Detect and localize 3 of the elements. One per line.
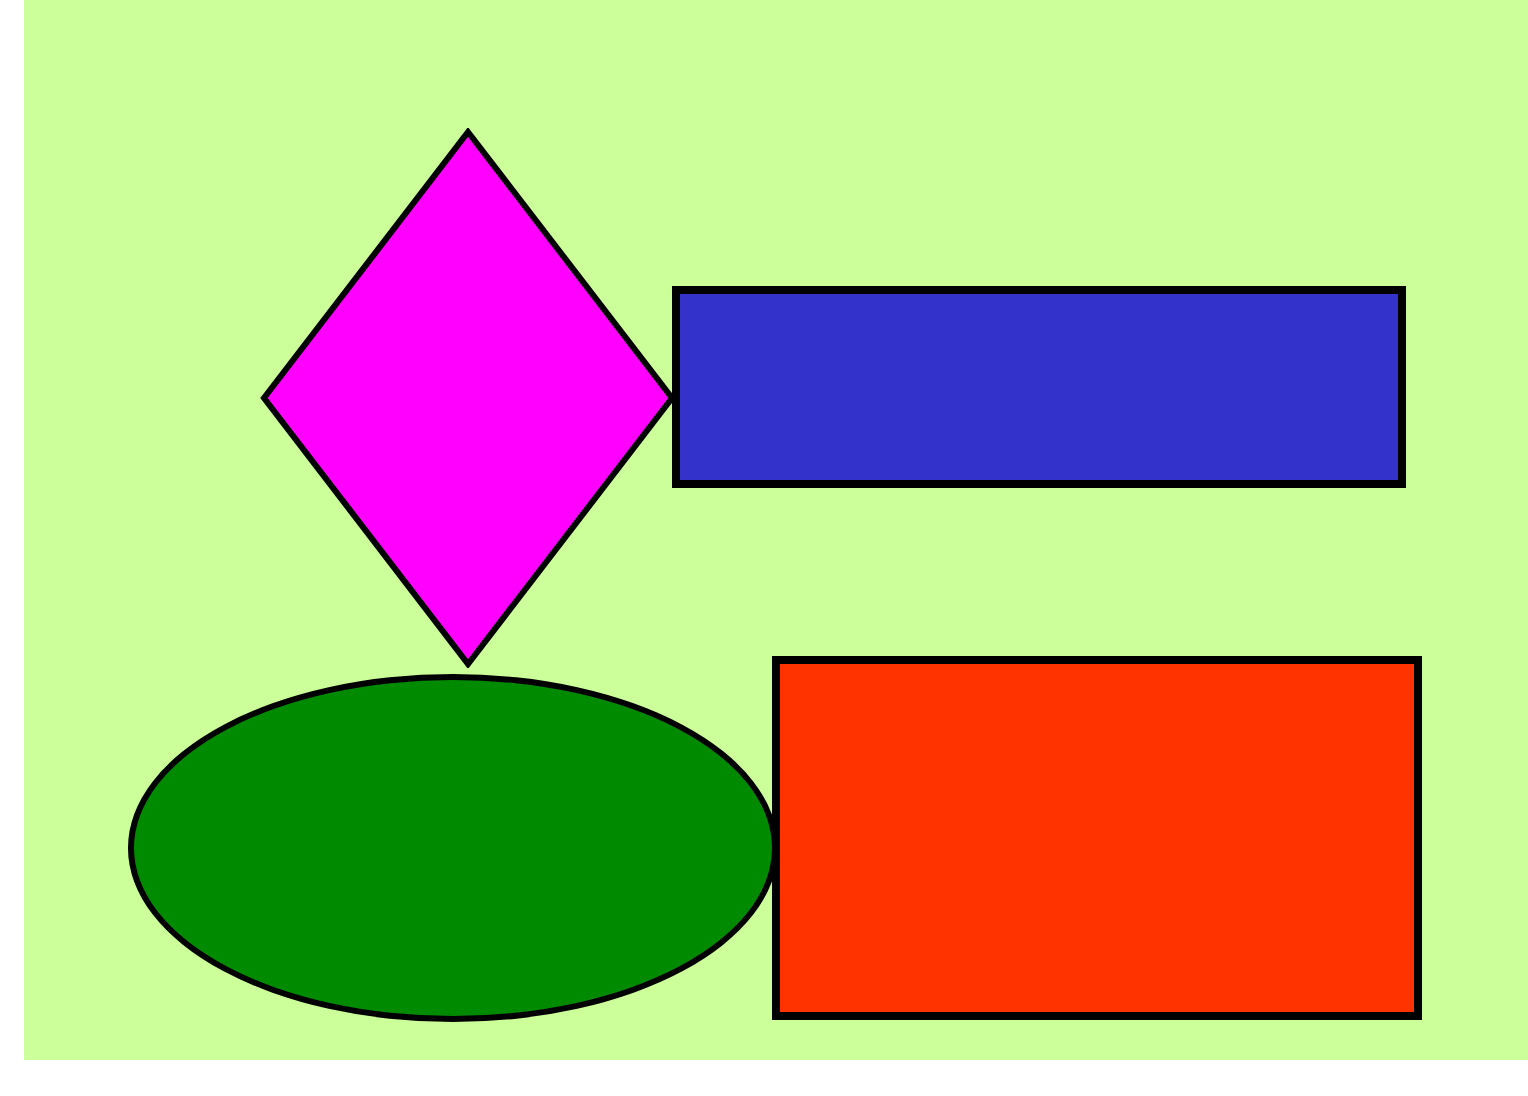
- diamond-shape: [260, 128, 676, 668]
- rectangle-shape: [672, 286, 1406, 488]
- rectangle-shape: [772, 656, 1422, 1020]
